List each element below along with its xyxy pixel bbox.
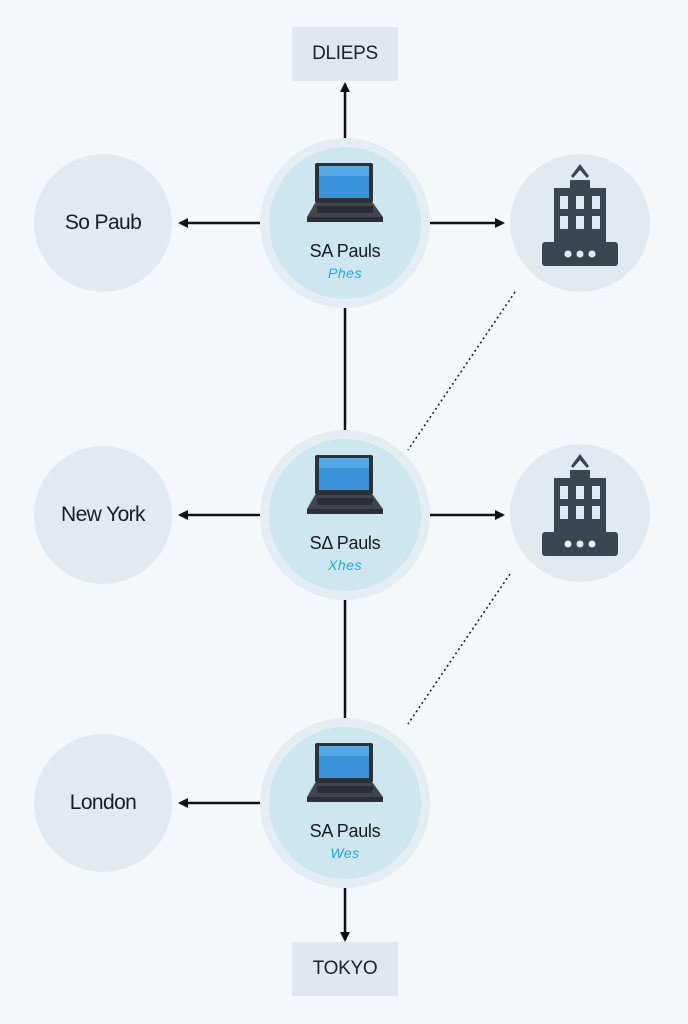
dotted-link-2: [407, 573, 511, 725]
top-label: DLIEPS: [292, 27, 398, 81]
hub-subtitle: Wes: [330, 845, 360, 861]
hub-node: SA Pauls Wes: [260, 718, 430, 888]
dotted-link-1: [407, 291, 516, 451]
city-node: New York: [34, 446, 172, 584]
city-label: New York: [61, 503, 146, 526]
city-label: London: [69, 791, 137, 814]
building-node: [510, 154, 650, 292]
bottom-label: TOKYO: [292, 942, 398, 996]
hub-subtitle: Phes: [328, 265, 362, 281]
building-icon: [542, 164, 618, 266]
hub-node: SΔ Pauls Xhes: [260, 430, 430, 600]
hub-title: SA Pauls: [309, 821, 381, 841]
hub-node: SA Pauls Phes: [260, 138, 430, 308]
building-icon: [542, 454, 618, 556]
city-label: So Paub: [64, 211, 142, 234]
hub-subtitle: Xhes: [328, 557, 362, 573]
building-node: [510, 444, 650, 582]
hub-title: SA Pauls: [309, 241, 381, 261]
city-node: London: [34, 734, 172, 872]
laptop-icon: [307, 163, 383, 222]
hub-title: SΔ Pauls: [309, 533, 381, 553]
laptop-icon: [307, 743, 383, 802]
laptop-icon: [307, 455, 383, 514]
city-node: So Paub: [34, 154, 172, 292]
